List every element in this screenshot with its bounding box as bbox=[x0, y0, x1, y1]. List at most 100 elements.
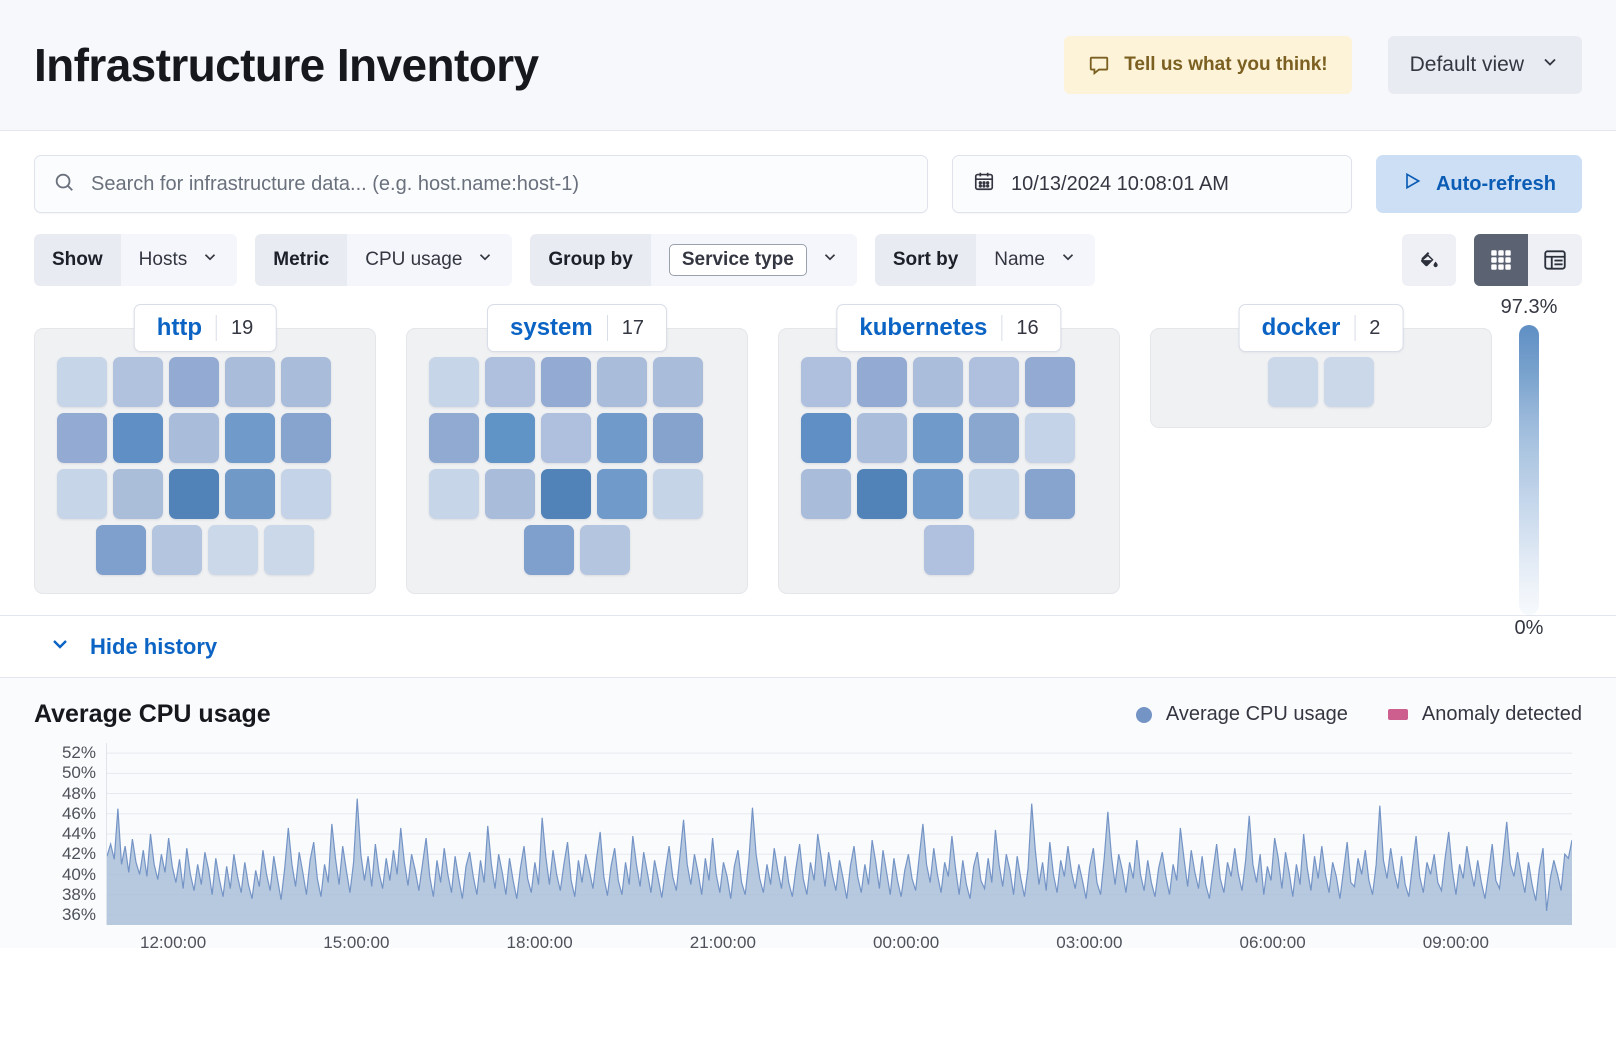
y-tick-label: 48% bbox=[61, 783, 96, 803]
table-view-icon[interactable] bbox=[1528, 234, 1582, 286]
filter-show[interactable]: Show Hosts bbox=[34, 234, 238, 286]
host-cell[interactable] bbox=[208, 525, 258, 575]
host-cell[interactable] bbox=[281, 413, 331, 463]
host-cell[interactable] bbox=[1025, 413, 1075, 463]
host-cell[interactable] bbox=[597, 357, 647, 407]
x-tick-label: 21:00:00 bbox=[689, 933, 756, 952]
chart-header: Average CPU usage Average CPU usage Anom… bbox=[34, 700, 1582, 729]
host-cell[interactable] bbox=[429, 469, 479, 519]
host-cell[interactable] bbox=[281, 469, 331, 519]
host-cell[interactable] bbox=[96, 525, 146, 575]
host-cell[interactable] bbox=[113, 357, 163, 407]
host-cell[interactable] bbox=[225, 357, 275, 407]
host-cell[interactable] bbox=[969, 469, 1019, 519]
host-cell[interactable] bbox=[429, 357, 479, 407]
host-cell[interactable] bbox=[653, 413, 703, 463]
filter-group-by-text: Service type bbox=[668, 244, 807, 276]
host-cell[interactable] bbox=[429, 413, 479, 463]
group-name: http bbox=[156, 314, 203, 341]
host-cell[interactable] bbox=[653, 357, 703, 407]
grid-view-icon[interactable] bbox=[1474, 234, 1528, 286]
host-cell[interactable] bbox=[969, 357, 1019, 407]
host-cell[interactable] bbox=[281, 357, 331, 407]
host-cell[interactable] bbox=[225, 469, 275, 519]
host-cell[interactable] bbox=[801, 413, 851, 463]
host-cell[interactable] bbox=[969, 413, 1019, 463]
filter-metric-value[interactable]: CPU usage bbox=[347, 234, 513, 286]
y-tick-label: 46% bbox=[61, 803, 96, 823]
host-cell[interactable] bbox=[913, 469, 963, 519]
filter-metric[interactable]: Metric CPU usage bbox=[255, 234, 513, 286]
host-cell[interactable] bbox=[1268, 357, 1318, 407]
default-view-label: Default view bbox=[1409, 53, 1524, 76]
legend-item-average-cpu-usage[interactable]: Average CPU usage bbox=[1135, 703, 1348, 726]
host-cell[interactable] bbox=[653, 469, 703, 519]
filter-sort-by-value[interactable]: Name bbox=[976, 234, 1095, 286]
default-view-dropdown[interactable]: Default view bbox=[1387, 36, 1582, 94]
host-cell[interactable] bbox=[597, 469, 647, 519]
filter-show-value[interactable]: Hosts bbox=[120, 234, 238, 286]
host-cell[interactable] bbox=[857, 357, 907, 407]
page-header: Infrastructure Inventory Tell us what yo… bbox=[0, 0, 1616, 131]
host-cell[interactable] bbox=[913, 357, 963, 407]
search-input[interactable] bbox=[89, 171, 909, 197]
paint-bucket-icon[interactable] bbox=[1402, 234, 1456, 286]
chevron-down-icon bbox=[821, 248, 839, 272]
filter-group-by[interactable]: Group by Service type bbox=[530, 234, 857, 286]
host-cell[interactable] bbox=[541, 469, 591, 519]
host-cell[interactable] bbox=[541, 357, 591, 407]
host-cell[interactable] bbox=[485, 357, 535, 407]
host-cell[interactable] bbox=[1025, 357, 1075, 407]
host-cell[interactable] bbox=[57, 413, 107, 463]
auto-refresh-button[interactable]: Auto-refresh bbox=[1375, 155, 1582, 213]
host-cell[interactable] bbox=[113, 469, 163, 519]
host-cell[interactable] bbox=[857, 413, 907, 463]
host-cell[interactable] bbox=[1324, 357, 1374, 407]
host-cell[interactable] bbox=[857, 469, 907, 519]
host-cell[interactable] bbox=[485, 413, 535, 463]
host-cell[interactable] bbox=[57, 357, 107, 407]
host-cell[interactable] bbox=[169, 413, 219, 463]
filter-show-label: Show bbox=[34, 234, 121, 286]
host-cell[interactable] bbox=[924, 525, 974, 575]
chart-plot[interactable] bbox=[106, 743, 1572, 925]
filter-group-by-label: Group by bbox=[530, 234, 651, 286]
host-cell[interactable] bbox=[225, 413, 275, 463]
hide-history-toggle[interactable]: Hide history bbox=[0, 616, 1616, 678]
host-cell[interactable] bbox=[57, 469, 107, 519]
host-cell[interactable] bbox=[264, 525, 314, 575]
host-cell[interactable] bbox=[541, 413, 591, 463]
host-cell[interactable] bbox=[113, 413, 163, 463]
host-cell[interactable] bbox=[1025, 469, 1075, 519]
host-cell[interactable] bbox=[801, 469, 851, 519]
host-cell[interactable] bbox=[169, 357, 219, 407]
date-picker[interactable]: 10/13/2024 10:08:01 AM bbox=[951, 155, 1352, 213]
filter-sort-by[interactable]: Sort by Name bbox=[874, 234, 1095, 286]
group-name: system bbox=[510, 314, 593, 341]
filter-group-by-value[interactable]: Service type bbox=[650, 234, 857, 286]
group-name: kubernetes bbox=[859, 314, 988, 341]
host-cell[interactable] bbox=[801, 357, 851, 407]
feedback-button[interactable]: Tell us what you think! bbox=[1064, 36, 1352, 94]
legend-item-anomaly-detected[interactable]: Anomaly detected bbox=[1387, 703, 1582, 726]
filter-metric-text: CPU usage bbox=[365, 249, 463, 270]
host-cell[interactable] bbox=[485, 469, 535, 519]
cell-row bbox=[801, 525, 1097, 575]
host-cell[interactable] bbox=[152, 525, 202, 575]
host-cell[interactable] bbox=[169, 469, 219, 519]
host-cell[interactable] bbox=[524, 525, 574, 575]
host-cell[interactable] bbox=[913, 413, 963, 463]
chevron-down-icon bbox=[1540, 52, 1560, 78]
search-bar[interactable] bbox=[34, 155, 928, 213]
host-cell[interactable] bbox=[580, 525, 630, 575]
x-tick-label: 06:00:00 bbox=[1239, 933, 1306, 952]
host-cell[interactable] bbox=[597, 413, 647, 463]
hide-history-label: Hide history bbox=[90, 633, 218, 659]
